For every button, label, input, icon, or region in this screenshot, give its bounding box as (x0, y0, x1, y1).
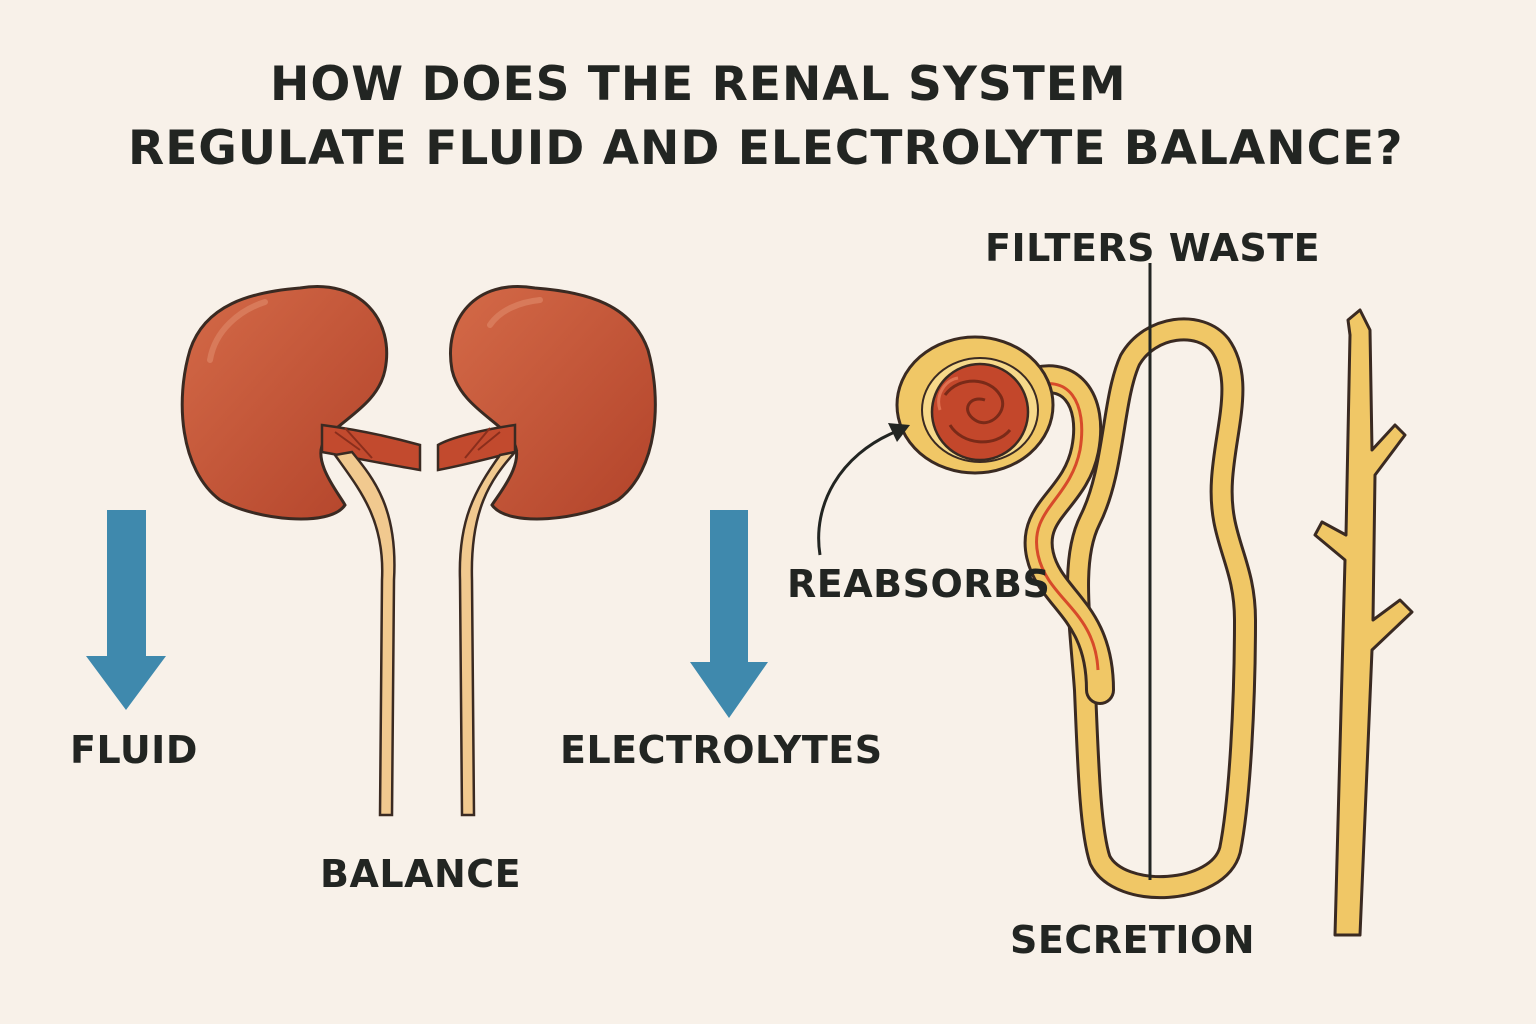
secretion-label: SECRETION (1010, 918, 1256, 962)
electrolytes-arrow (690, 510, 768, 718)
nephron (817, 263, 1257, 900)
filters-waste-label: FILTERS WASTE (985, 226, 1321, 270)
title-line-1: HOW DOES THE RENAL SYSTEM (270, 57, 1127, 112)
electrolytes-label: ELECTROLYTES (560, 728, 883, 772)
balance-label: BALANCE (320, 852, 522, 896)
title-line-2: REGULATE FLUID AND ELECTROLYTE BALANCE? (128, 121, 1404, 176)
glomerulus (930, 362, 1030, 462)
reabsorbs-label: REABSORBS (787, 562, 1051, 606)
left-kidney (180, 285, 422, 817)
fluid-arrow (86, 510, 166, 710)
fluid-label: FLUID (70, 728, 198, 772)
right-kidney (436, 285, 657, 817)
collecting-duct (1313, 308, 1414, 937)
